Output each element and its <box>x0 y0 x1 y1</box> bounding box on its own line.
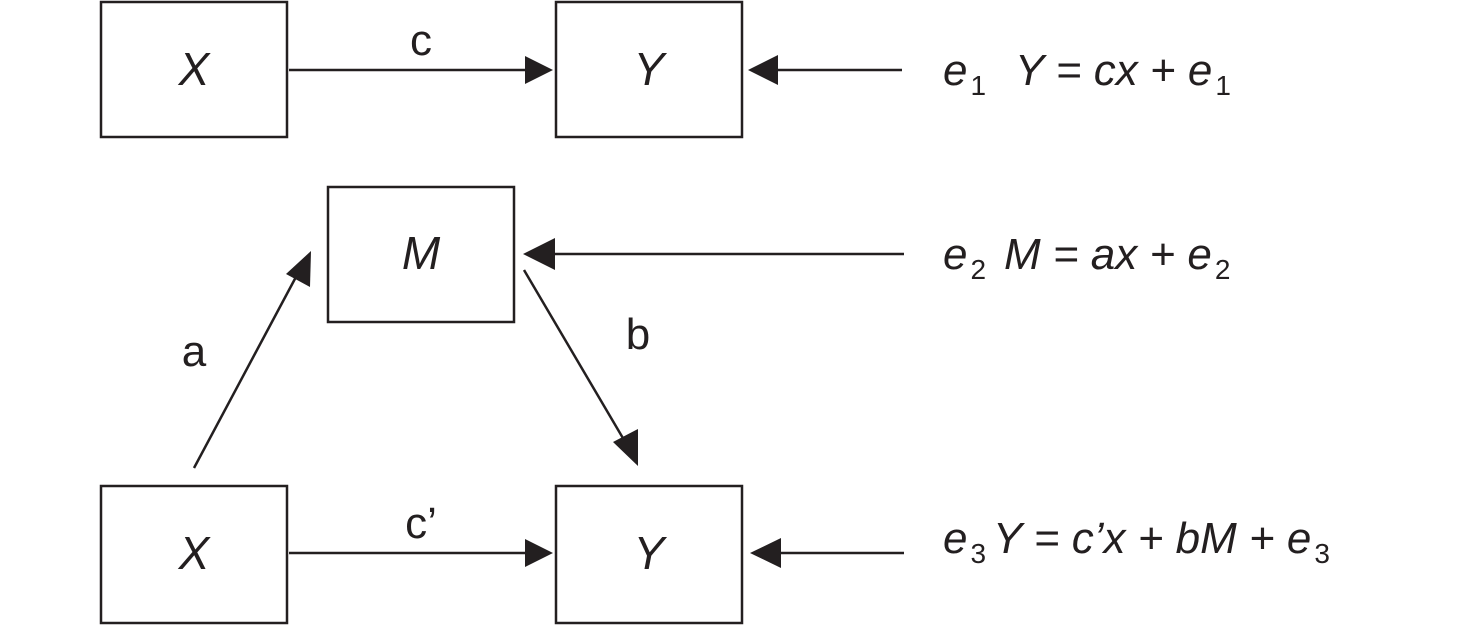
mediator-m-label: M <box>402 227 441 279</box>
path-c-prime-label: c’ <box>405 499 437 548</box>
path-b-arrowhead <box>613 429 638 466</box>
top-path-c-arrowhead <box>525 56 553 84</box>
bottom-y-error-arrowhead <box>750 538 781 568</box>
path-b-label: b <box>626 310 650 359</box>
bottom-y-label: Y <box>634 527 668 579</box>
top-x-label: X <box>178 43 212 95</box>
path-c-prime-arrowhead <box>525 539 553 567</box>
bottom-x-box <box>99 484 289 625</box>
path-a-arrow <box>192 274 299 469</box>
top-y-label: Y <box>634 43 668 95</box>
bottom-y-box <box>554 484 744 625</box>
path-a-label: a <box>182 327 207 376</box>
path-b-arrow <box>522 269 629 446</box>
top-error-arrowhead <box>748 55 778 85</box>
mediator-error-arrowhead <box>523 238 555 270</box>
bottom-x-label: X <box>178 527 212 579</box>
top-x-box <box>99 0 289 139</box>
top-y-box <box>554 0 744 139</box>
mediator-m-box <box>326 185 516 324</box>
path-a-arrowhead <box>286 251 311 287</box>
top-path-c-label: c <box>410 16 432 65</box>
